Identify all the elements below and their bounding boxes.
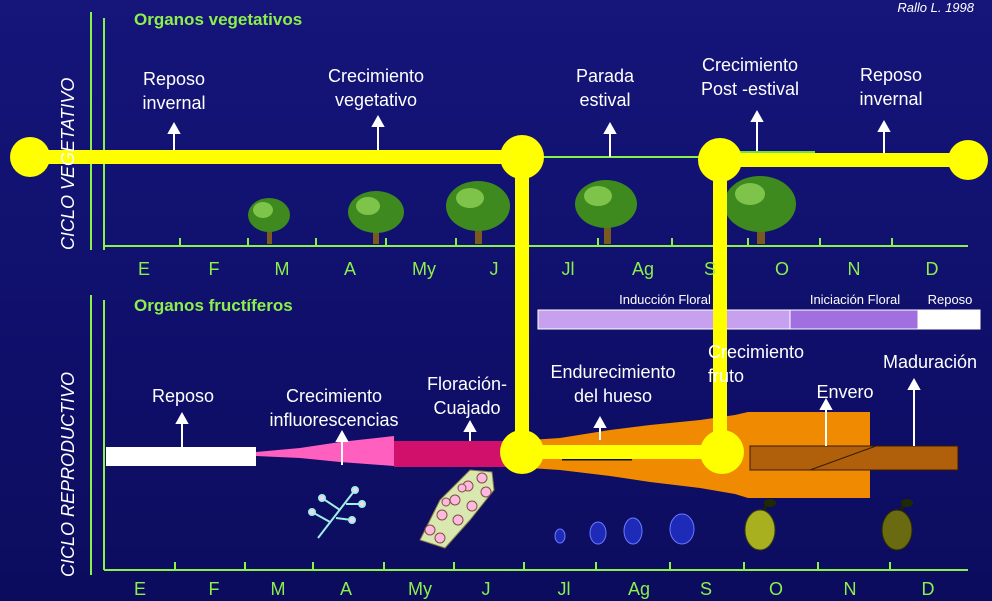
tree-icon-1: [248, 198, 290, 244]
inflorescence-wedge: [256, 436, 394, 466]
reproductive-axis-label: CICLO REPRODUCTIVO: [58, 371, 78, 577]
reposo-top-label: Reposo: [927, 292, 973, 307]
floracion-bar: [394, 441, 514, 467]
induccion-floral-label: Inducción Floral: [619, 292, 711, 307]
rep-month-N: N: [843, 579, 857, 599]
node-end: [948, 140, 988, 180]
flowering-cluster-icon: [419, 469, 495, 549]
node-june-bottom: [500, 430, 544, 474]
ripe-olive-icon: [881, 499, 913, 551]
induccion-floral-bar: [537, 309, 791, 330]
highlight-nodes: [10, 135, 988, 474]
rep-month-Ag: Ag: [627, 579, 651, 599]
rep-month-M: M: [270, 579, 286, 599]
rep-phase-reposo: Reposo: [151, 386, 215, 406]
rep-phase-floracion: Floración-Cuajado: [426, 374, 508, 418]
fruit-stage-icons: [554, 513, 695, 545]
tree-icon-2: [348, 191, 404, 244]
credit-label: Rallo L. 1998: [897, 0, 974, 15]
node-sept-top: [698, 138, 742, 182]
tree-icon-4: [575, 180, 637, 244]
veg-month-O: O: [774, 259, 789, 279]
veg-month-S: S: [703, 259, 716, 279]
veg-month-Ag: Ag: [631, 259, 655, 279]
reproductive-title: Organos fructíferos: [134, 296, 293, 315]
veg-month-N: N: [847, 259, 861, 279]
inflorescence-icon: [308, 486, 366, 539]
node-june-top: [500, 135, 544, 179]
rep-month-Jl: Jl: [557, 579, 571, 599]
reproductive-ticks: [174, 562, 891, 570]
highlight-paths: [23, 150, 975, 459]
iniciacion-floral-bar: [789, 309, 919, 330]
rep-month-J: J: [481, 579, 491, 599]
veg-month-M: M: [274, 259, 290, 279]
reproductive-arrows: [175, 377, 921, 465]
veg-month-My: My: [412, 259, 436, 279]
tree-icon-3: [446, 181, 510, 244]
rep-phase-maduracion: Maduración: [882, 352, 978, 372]
rep-phase-envero: Envero: [816, 382, 874, 402]
veg-month-A: A: [343, 259, 356, 279]
green-olive-icon: [744, 499, 776, 551]
reposo-white-bar: [106, 447, 256, 466]
rep-month-F: F: [208, 579, 220, 599]
node-sept-bottom: [700, 430, 744, 474]
veg-month-D: D: [925, 259, 939, 279]
veg-month-Jl: Jl: [561, 259, 575, 279]
reposo-bar: [917, 309, 981, 330]
rep-month-A: A: [339, 579, 352, 599]
rep-month-My: My: [408, 579, 432, 599]
maturation-bar: [749, 445, 959, 471]
node-start: [10, 137, 50, 177]
vegetative-axis-label: CICLO VEGETATIVO: [58, 77, 78, 250]
rep-month-D: D: [921, 579, 935, 599]
rep-month-E: E: [133, 579, 146, 599]
iniciacion-floral-label: Iniciación Floral: [809, 292, 901, 307]
veg-month-F: F: [208, 259, 220, 279]
tree-icon-5: [724, 176, 796, 244]
veg-month-J: J: [489, 259, 499, 279]
rep-month-O: O: [768, 579, 783, 599]
vegetative-title: Organos vegetativos: [134, 10, 303, 29]
veg-month-E: E: [137, 259, 150, 279]
maturation-diagonal: [809, 445, 877, 471]
rep-month-S: S: [699, 579, 712, 599]
vegetative-ticks: [179, 238, 893, 246]
